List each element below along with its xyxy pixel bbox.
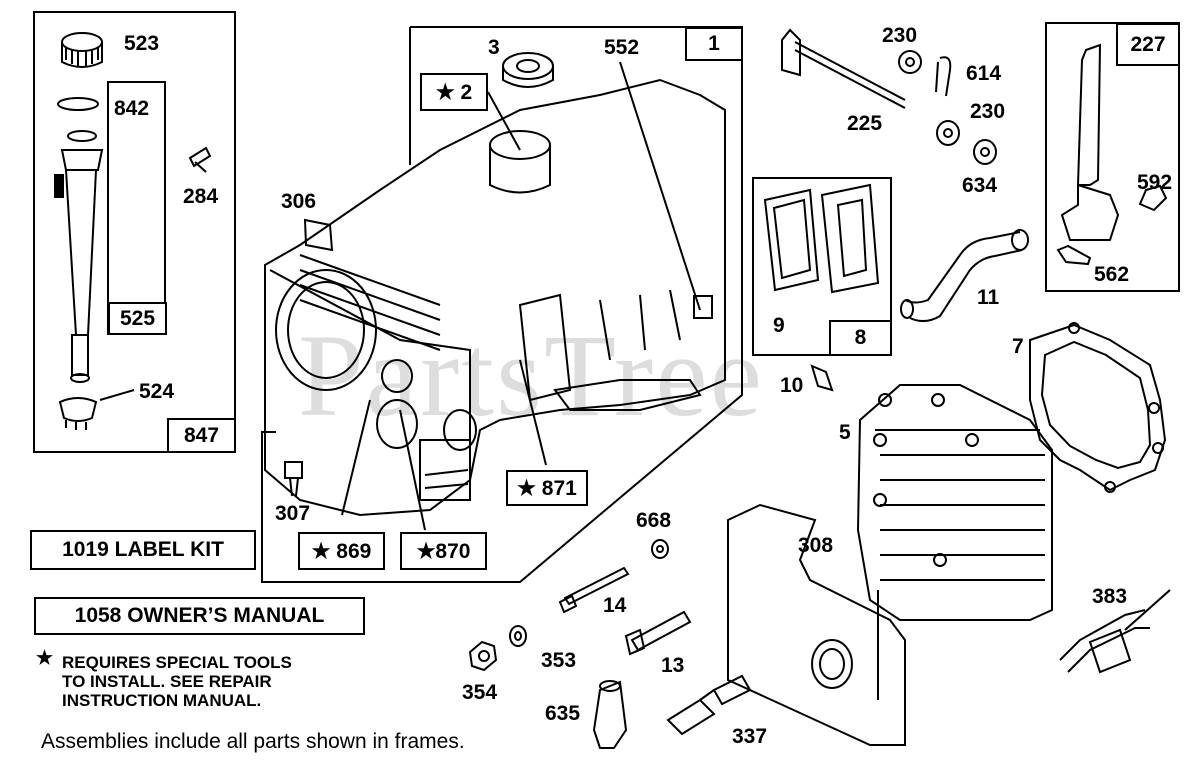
part-label-230-top: 230: [882, 24, 918, 47]
governor-frame: [1045, 22, 1180, 292]
part-label-13: 13: [661, 654, 685, 677]
part-label-230-bottom: 230: [970, 100, 1006, 123]
special-tools-note-line-2: TO INSTALL. SEE REPAIR: [62, 672, 272, 691]
part-label-7: 7: [1012, 335, 1024, 358]
part-label-383: 383: [1092, 585, 1128, 608]
special-tools-note-line-1: REQUIRES SPECIAL TOOLS: [62, 653, 292, 672]
label-kit-box: 1019 LABEL KIT: [30, 530, 256, 570]
part-label-614: 614: [966, 62, 1002, 85]
star-icon: ★: [36, 648, 54, 669]
assemblies-footnote: Assemblies include all parts shown in fr…: [41, 730, 465, 753]
part-label-552: 552: [604, 36, 640, 59]
part-label-225: 225: [847, 112, 883, 135]
part-label-562: 562: [1094, 263, 1130, 286]
part-label-308: 308: [798, 534, 834, 557]
part-label-3: 3: [488, 36, 500, 59]
part-label-592: 592: [1137, 171, 1173, 194]
frame-label-227: 227: [1116, 23, 1180, 66]
part-box-869: ★ 869: [298, 532, 385, 570]
part-label-5: 5: [839, 421, 851, 444]
part-label-842: 842: [114, 97, 150, 120]
special-tools-note-line-3: INSTRUCTION MANUAL.: [62, 691, 262, 710]
breather-frame: [752, 177, 892, 356]
dipstick-frame: [33, 11, 236, 453]
part-label-10: 10: [780, 374, 804, 397]
part-label-668: 668: [636, 509, 672, 532]
frame-label-525: 525: [108, 302, 167, 335]
part-box-2: ★ 2: [420, 73, 488, 111]
part-label-353: 353: [541, 649, 577, 672]
part-box-870: ★870: [400, 532, 487, 570]
part-label-306: 306: [281, 190, 317, 213]
part-label-524: 524: [139, 380, 175, 403]
frame-label-847: 847: [167, 418, 236, 453]
owners-manual-box: 1058 OWNER’S MANUAL: [34, 597, 365, 635]
part-label-284: 284: [183, 185, 219, 208]
part-label-354: 354: [462, 681, 498, 704]
part-box-871: ★ 871: [506, 470, 588, 506]
frame-label-1: 1: [685, 27, 743, 61]
part-label-9: 9: [773, 314, 785, 337]
part-label-14: 14: [603, 594, 627, 617]
frame-label-8: 8: [829, 320, 892, 356]
part-label-337: 337: [732, 725, 768, 748]
part-label-523: 523: [124, 32, 160, 55]
part-label-307: 307: [275, 502, 311, 525]
part-label-635: 635: [545, 702, 581, 725]
part-label-11: 11: [977, 286, 1000, 309]
part-label-634: 634: [962, 174, 998, 197]
